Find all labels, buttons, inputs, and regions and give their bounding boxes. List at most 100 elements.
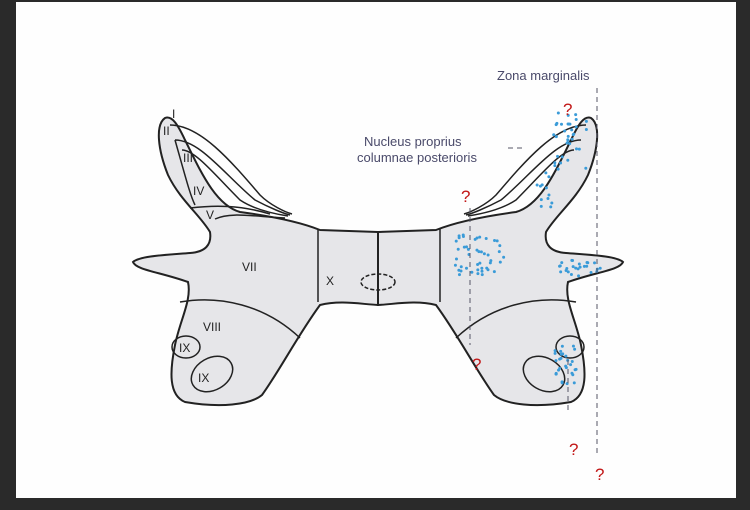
neuron-dot xyxy=(598,266,602,270)
neuron-dot xyxy=(556,167,560,171)
question-mark: ? xyxy=(461,187,470,206)
lamina-IX-b: IX xyxy=(198,371,209,385)
neuron-dot xyxy=(589,271,593,275)
neuron-dot xyxy=(584,127,588,131)
neuron-dot xyxy=(582,264,586,268)
neuron-dot xyxy=(558,264,562,268)
neuron-dot xyxy=(535,183,539,187)
neuron-dot xyxy=(544,171,548,175)
neuron-dot xyxy=(574,117,578,121)
lamina-VII: VII xyxy=(242,260,257,274)
neuron-dot xyxy=(482,252,486,256)
neuron-dot xyxy=(571,344,575,348)
neuron-dot xyxy=(566,134,570,138)
neuron-dot xyxy=(559,352,563,356)
neuron-dot xyxy=(497,250,501,254)
neuron-dot xyxy=(567,122,571,126)
neuron-dot xyxy=(578,265,582,269)
neuron-dot xyxy=(554,135,558,139)
neuron-dot xyxy=(560,155,564,159)
neuron-dot xyxy=(493,238,497,242)
neuron-dot xyxy=(569,363,573,367)
neuron-dot xyxy=(585,264,589,268)
neuron-dot xyxy=(547,193,551,197)
neuron-dot xyxy=(571,258,575,262)
neuron-dot xyxy=(571,265,575,269)
neuron-dot xyxy=(476,268,480,272)
neuron-dot xyxy=(563,129,567,133)
neuron-dot xyxy=(478,261,482,265)
neuron-dot xyxy=(539,198,543,202)
neuron-dot xyxy=(461,233,465,237)
neuron-dot xyxy=(584,119,588,123)
neuron-dot xyxy=(549,205,553,209)
neuron-dot xyxy=(454,239,458,243)
neuron-dot xyxy=(577,147,581,151)
neuron-dot xyxy=(553,349,557,353)
neuron-dot xyxy=(566,113,570,117)
neuron-dot xyxy=(574,113,578,117)
neuron-dot xyxy=(560,344,564,348)
neuron-dot xyxy=(560,261,564,265)
neuron-dot xyxy=(559,161,563,165)
neuron-dot xyxy=(559,349,563,353)
neuron-dot xyxy=(547,175,551,179)
neuron-dot xyxy=(498,260,502,264)
neuron-dot xyxy=(502,255,506,259)
lamina-VIII: VIII xyxy=(203,320,221,334)
neuron-dot xyxy=(570,359,574,363)
neuron-dot xyxy=(572,132,576,136)
neuron-dot xyxy=(554,359,558,363)
lamina-V: V xyxy=(206,208,214,222)
neuron-dot xyxy=(564,269,568,273)
leader-lines xyxy=(469,88,598,455)
neuron-dot xyxy=(553,161,557,165)
neuron-dot xyxy=(453,263,457,267)
neuron-dot xyxy=(566,158,570,162)
neuron-dot xyxy=(574,125,578,129)
neuron-dot xyxy=(464,266,468,270)
neuron-dot xyxy=(539,204,543,208)
lamina-X: X xyxy=(326,274,334,288)
neuron-dot xyxy=(553,351,557,355)
neuron-dot xyxy=(559,356,563,360)
neuron-dot xyxy=(564,364,568,368)
neuron-dot xyxy=(480,266,484,270)
neuron-dot xyxy=(538,184,542,188)
neuron-dot xyxy=(456,247,460,251)
lamina-IX-a: IX xyxy=(179,341,190,355)
neuron-dot xyxy=(492,270,496,274)
neuron-dot xyxy=(479,250,483,254)
neuron-dot xyxy=(572,381,576,385)
lamina-III: III xyxy=(183,151,193,165)
neuron-dot xyxy=(559,270,563,274)
neuron-dot xyxy=(466,247,470,251)
lamina-I: I xyxy=(172,107,175,121)
neuron-dot xyxy=(564,354,568,358)
gray-matter-left xyxy=(131,116,379,407)
neuron-dot xyxy=(566,138,570,142)
neuron-dot xyxy=(476,272,480,276)
neuron-dot xyxy=(556,154,560,158)
neuron-dot xyxy=(486,253,490,257)
nucleus-proprius-label: Nucleus proprius xyxy=(364,134,462,149)
columnae-posterioris-label: columnae posterioris xyxy=(357,150,477,165)
neuron-dot xyxy=(457,236,461,240)
neuron-dot xyxy=(488,261,492,265)
neuron-dot xyxy=(489,259,493,263)
neuron-dots xyxy=(453,111,602,386)
neuron-dot xyxy=(554,371,558,375)
neuron-dot xyxy=(556,111,560,115)
neuron-dot xyxy=(478,235,482,239)
neuron-dot xyxy=(565,141,569,145)
question-mark: ? xyxy=(569,440,578,459)
neuron-dot xyxy=(454,257,458,261)
question-mark: ? xyxy=(472,355,481,374)
neuron-dot xyxy=(459,265,463,269)
neuron-dot xyxy=(480,269,484,273)
neuron-dot xyxy=(476,263,480,267)
neuron-dot xyxy=(586,261,590,265)
neuron-dot xyxy=(577,274,581,278)
question-mark: ? xyxy=(595,465,604,484)
